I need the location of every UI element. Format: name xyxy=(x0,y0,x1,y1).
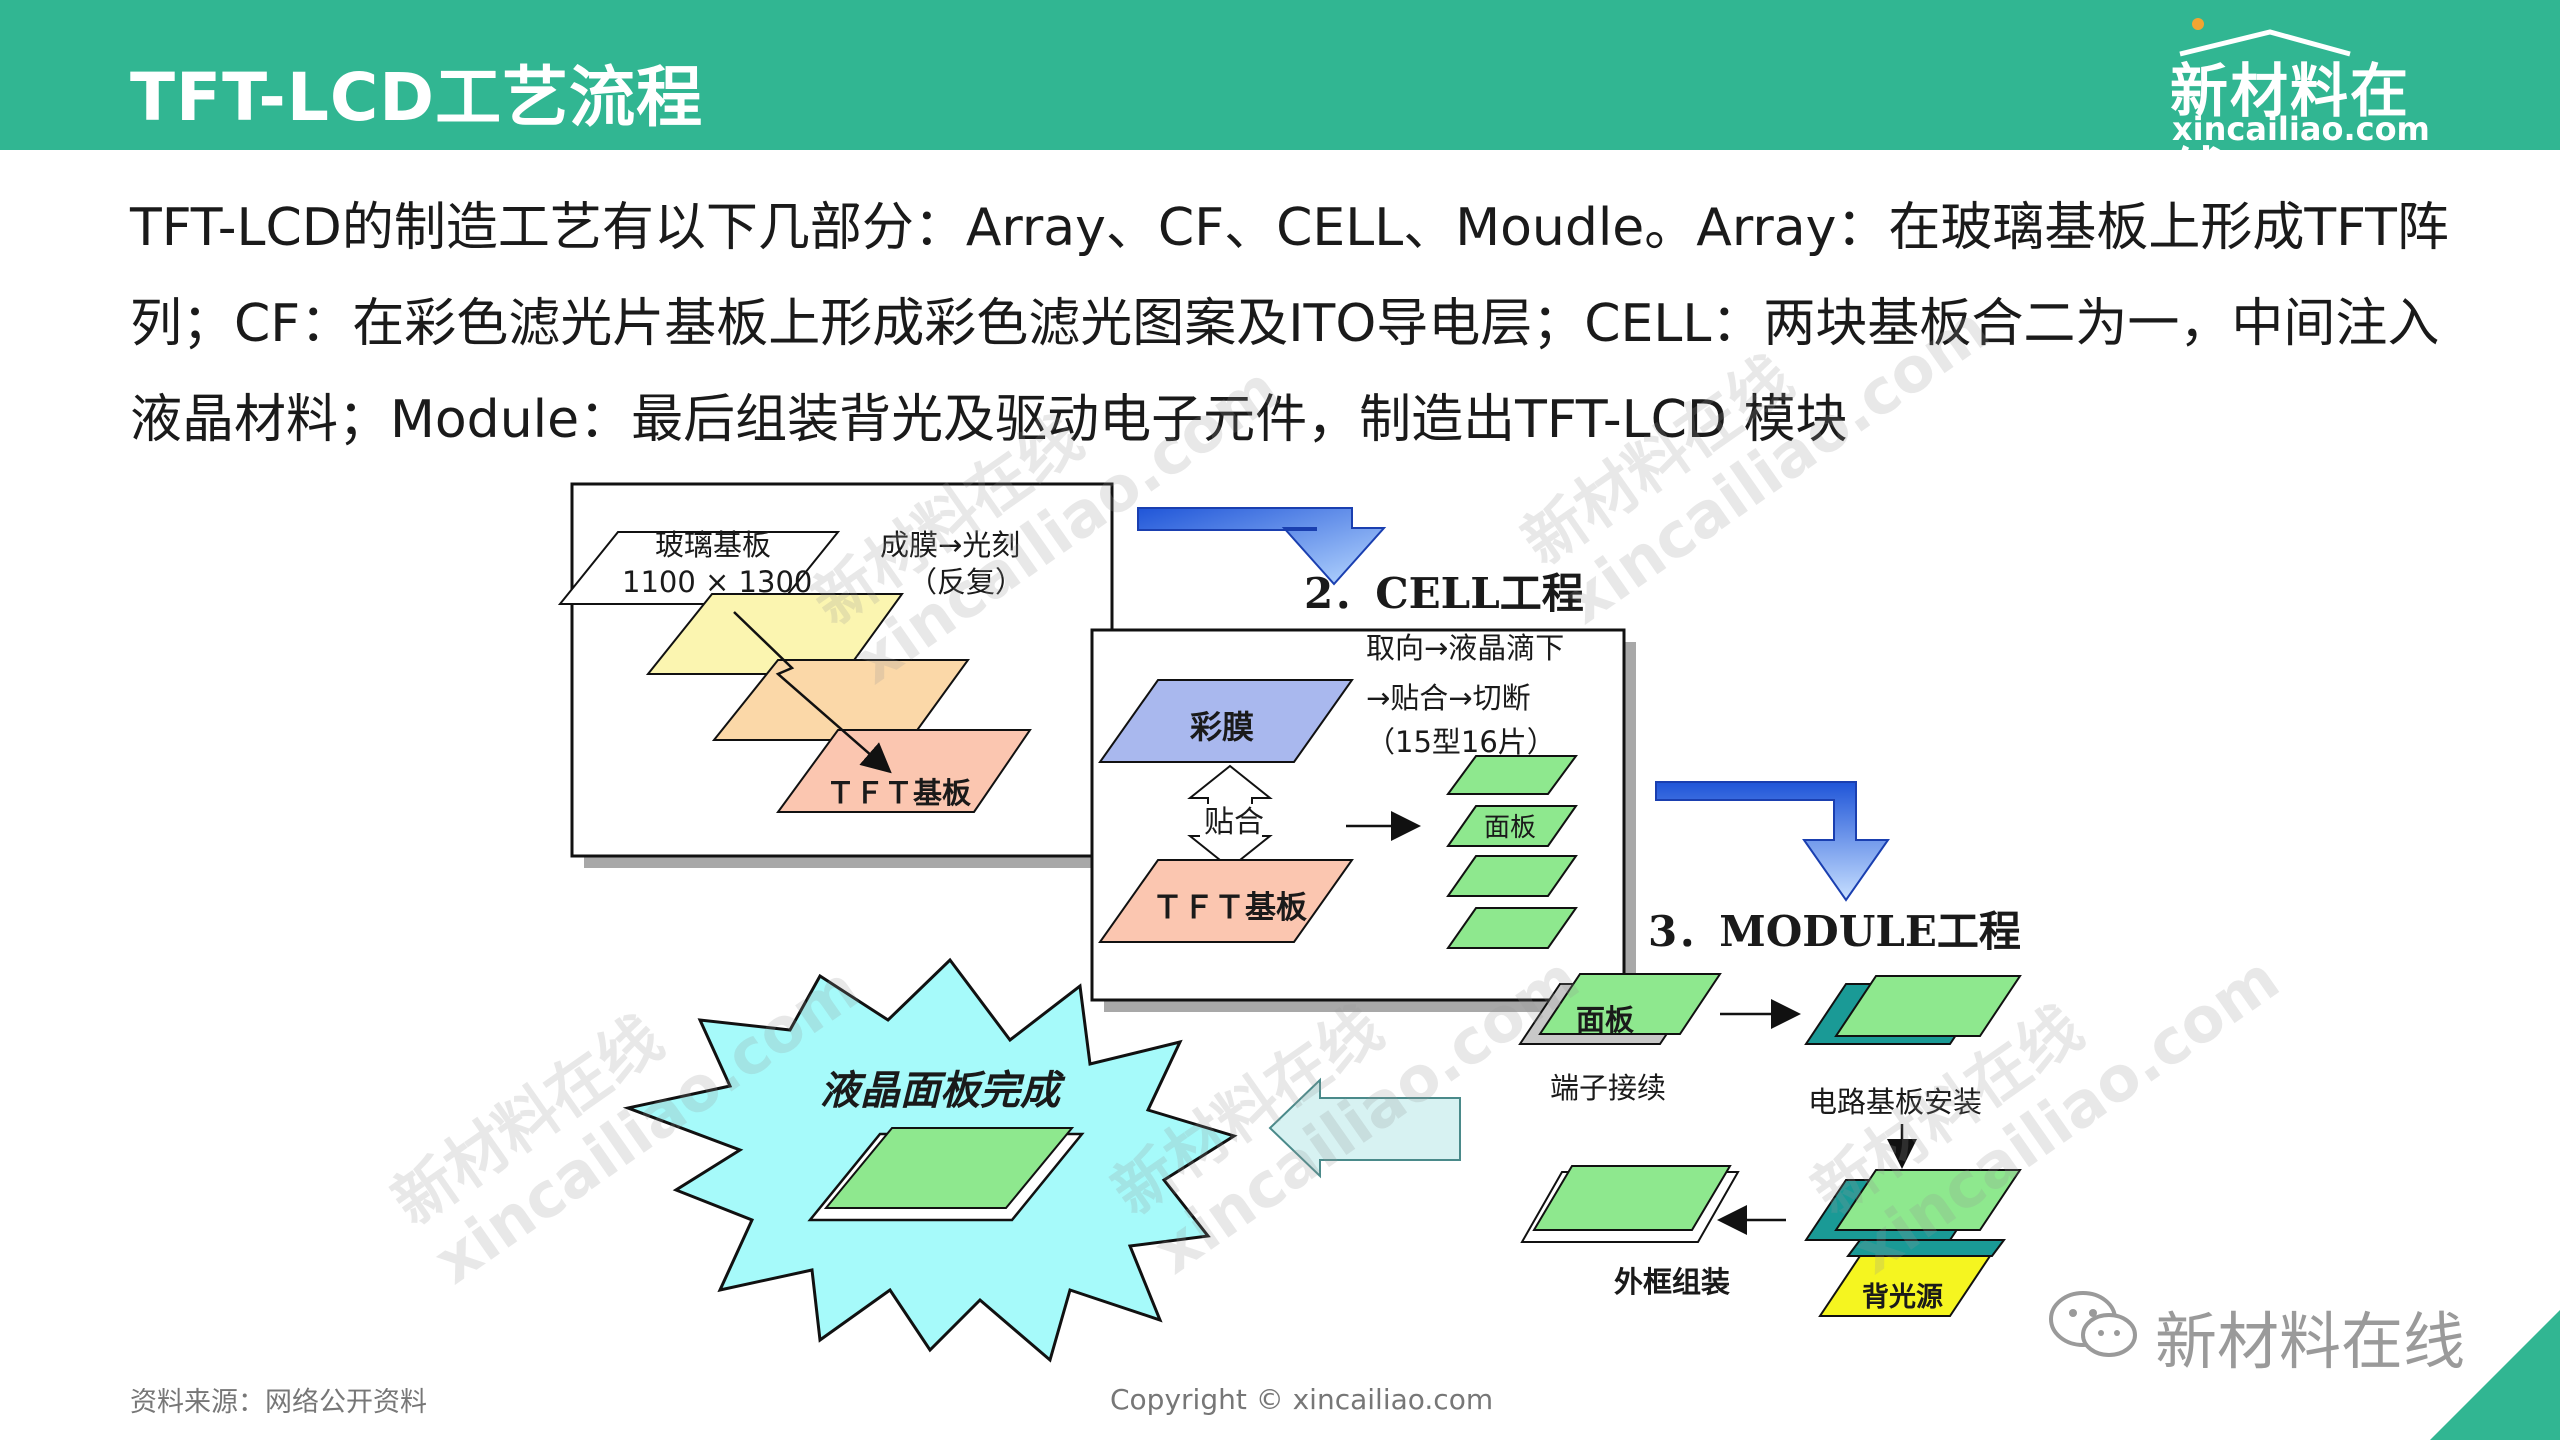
module-panel-label: 面板 xyxy=(1576,1003,1635,1037)
finished-panel xyxy=(823,1127,1075,1209)
logo-text-cn: 新材料在线 xyxy=(2170,57,2411,209)
flow-arrow-to-module xyxy=(1655,781,1890,902)
intro-line-1: TFT-LCD的制造工艺有以下几部分：Array、CF、CELL、Moudle。… xyxy=(130,198,2449,258)
source-note: 资料来源：网络公开资料 xyxy=(130,1387,427,1418)
header-bar: TFT-LCD工艺流程 新材料在线 xincailiao.com xyxy=(0,0,2560,209)
completion-burst: 液晶面板完成 xyxy=(622,957,1238,1363)
circuit-panel xyxy=(1834,975,2022,1037)
cell-tft-plate xyxy=(1098,859,1354,943)
backlight-panel xyxy=(1834,1169,2022,1231)
panel-3 xyxy=(1446,855,1578,897)
return-arrow xyxy=(1268,1077,1461,1179)
array-process-line2: （反复） xyxy=(908,565,1024,599)
cell-process-box: 取向→液晶滴下 →贴合→切断 （15型16片） 彩膜 贴合 ＴＦＴ基板 面板 xyxy=(1090,628,1636,1012)
bonding-label: 贴合 xyxy=(1204,805,1264,840)
color-filter-plate xyxy=(1098,679,1354,763)
copyright-note: Copyright © xincailiao.com xyxy=(1110,1383,1494,1416)
panel-2 xyxy=(1446,805,1578,847)
module-process-title: 3．MODULE工程 xyxy=(1648,907,2021,956)
panel-1 xyxy=(1446,755,1578,795)
roof-icon xyxy=(2179,18,2351,57)
backlight-label: 背光源 xyxy=(1862,1282,1943,1313)
array-process-box: 玻璃基板 1100 × 1300 成膜→光刻 （反复） ＴＦＴ基板 xyxy=(557,482,1114,868)
wechat-icon xyxy=(2049,1291,2137,1357)
page-title: TFT-LCD工艺流程 xyxy=(130,59,704,136)
cell-tft-label: ＴＦＴ基板 xyxy=(1152,890,1307,926)
frame-assembly-label: 外框组装 xyxy=(1614,1265,1730,1299)
intro-line-3: 液晶材料；Module：最后组装背光及驱动电子元件，制造出TFT-LCD 模块 xyxy=(130,390,1848,450)
cell-process-title: 2．CELL工程 xyxy=(1304,569,1584,618)
panel-4 xyxy=(1446,907,1578,949)
wechat-badge: 新材料在线 xyxy=(2045,1285,2485,1378)
intro-line-2: 列；CF：在彩色滤光片基板上形成彩色滤光图案及ITO导电层；CELL：两块基板合… xyxy=(130,294,2440,354)
logo-text-en: xincailiao.com xyxy=(2172,110,2430,148)
array-process-line1: 成膜→光刻 xyxy=(880,528,1020,562)
terminal-connection-label: 端子接续 xyxy=(1550,1071,1666,1105)
cell-step-2: →贴合→切断 xyxy=(1366,681,1531,715)
cell-step-3: （15型16片） xyxy=(1366,725,1556,759)
wechat-account-label: 新材料在线 xyxy=(2155,1305,2466,1378)
tft-substrate-label: ＴＦＴ基板 xyxy=(826,776,972,810)
module-panel xyxy=(1538,973,1722,1035)
panel-label: 面板 xyxy=(1484,813,1536,843)
module-steps: 面板 端子接续 电路基板安装 背光源 外框组装 xyxy=(1518,973,2022,1317)
intro-paragraph: TFT-LCD的制造工艺有以下几部分：Array、CF、CELL、Moudle。… xyxy=(130,180,2490,468)
panel-complete-label: 液晶面板完成 xyxy=(820,1068,1066,1114)
color-filter-label: 彩膜 xyxy=(1190,708,1254,746)
brand-logo: 新材料在线 xincailiao.com xyxy=(2160,14,2460,209)
backlight-plate xyxy=(1818,1255,1992,1317)
corner-accent xyxy=(2430,1310,2560,1440)
framed-panel xyxy=(1532,1165,1732,1231)
circuit-board-label: 电路基板安装 xyxy=(1808,1085,1982,1119)
cell-step-1: 取向→液晶滴下 xyxy=(1366,631,1564,665)
exposure-arrow xyxy=(733,611,892,774)
glass-substrate-label: 玻璃基板 xyxy=(655,528,771,562)
tft-substrate-plate xyxy=(776,729,1032,813)
flow-arrow-to-cell xyxy=(1137,507,1387,586)
